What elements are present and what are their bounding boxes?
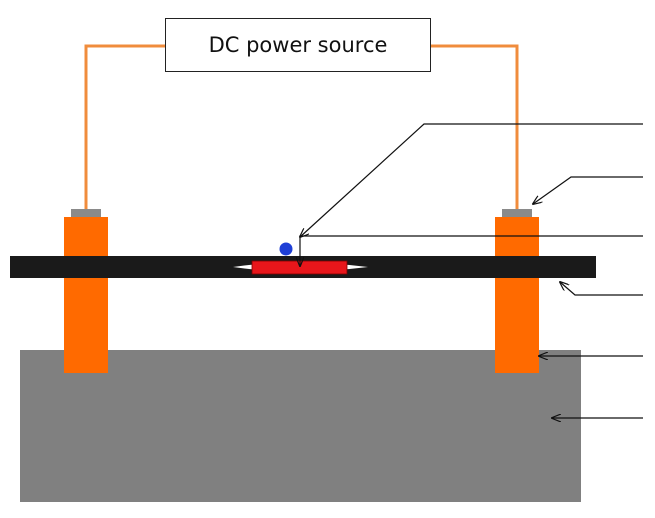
- dc-power-source-box: DC power source: [165, 18, 431, 72]
- dc-power-source-label: DC power source: [208, 33, 388, 57]
- base-block: [20, 350, 581, 502]
- leader-line-strip: [560, 282, 643, 296]
- leader-line-droplet: [300, 123, 643, 237]
- leader-line-heated-zone: [300, 235, 643, 266]
- electrode-left: [64, 217, 108, 373]
- electrode-cap-right: [502, 209, 532, 217]
- wire-left: [84, 44, 165, 213]
- electrode-right: [495, 217, 539, 373]
- wire-right: [431, 44, 519, 213]
- leader-line-electrode-cap: [533, 176, 643, 204]
- electrode-cap-left: [71, 209, 101, 217]
- droplet-icon: [279, 242, 293, 256]
